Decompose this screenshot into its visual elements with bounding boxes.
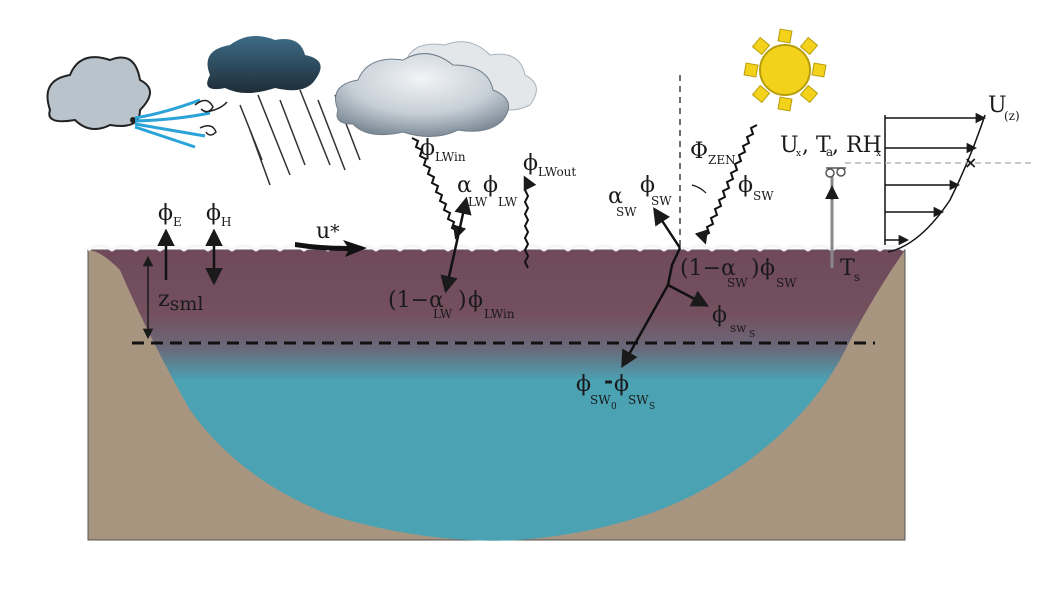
wind-cloud-icon [46,56,228,149]
svg-text:u*: u* [316,219,340,244]
phi-lwout-sub: LWout [538,165,576,179]
lw-out-arrow [523,175,537,269]
svg-text:ϕSW: ϕSW [738,173,774,203]
one-minus-alpha-sw-pre: (1−α [680,256,736,281]
phi-sw0-symbol: ϕ [576,372,591,397]
u-profile-sub: (z) [1004,109,1020,123]
phi-e-sub: E [173,215,182,229]
sw-refracted-path [666,247,682,286]
anemometer-icon [825,167,846,268]
met-u-sub: x [796,149,801,159]
phi-sw-symbol: ϕ [738,173,753,198]
ts-sub: s [854,270,860,284]
u-profile-symbol: U [988,93,1007,118]
transmitted-sw-phi: ϕ [760,256,775,281]
phi-lw-symbol: ϕ [483,173,498,198]
transmitted-lw-phi: ϕ [468,288,483,313]
u-star-symbol: u [316,219,330,244]
met-t-symbol: , T [802,133,831,158]
phi-sw-reflected-symbol: ϕ [640,173,655,198]
wind-profile: × [845,112,1035,253]
phi-sws-sub: sw [730,321,747,335]
phi-lwin-sub: LWin [435,150,466,164]
z-sml-symbol: z [158,287,170,312]
phi-lw-sub: LW [498,195,518,209]
met-u-symbol: U [780,133,799,158]
phi-h-sub: H [221,215,231,229]
z-sml-sub: sml [170,293,204,315]
phi-sw0-sub: SW [590,393,611,407]
phi-lwout-symbol: ϕ [523,151,538,176]
sun-icon [743,28,827,112]
one-minus-alpha-sw-post: ) [751,256,760,281]
zenith-angle-arc [691,184,707,194]
lw-in-arrow [411,137,467,240]
sw-in-arrow [694,124,758,245]
alpha-lw-sub: LW [468,195,488,209]
svg-text:ϕLWin: ϕLWin [420,136,466,164]
one-minus-alpha-sw-sub: SW [727,276,748,290]
alpha-lw-symbol: α [457,173,472,198]
phi-sws-symbol: ϕ [712,303,727,328]
phi-e-symbol: ϕ [158,201,173,226]
svg-text:ϕLWout: ϕLWout [523,151,576,179]
alpha-sw-symbol: α [608,184,623,209]
phi-h-symbol: ϕ [206,201,221,226]
svg-text:zsml: zsml [158,287,203,315]
phi-lwin-symbol: ϕ [420,136,435,161]
u-star-arrow [295,240,367,257]
alpha-sw-sub: SW [616,205,637,219]
storm-cloud-icon [335,41,537,137]
one-minus-alpha-lw-sub: LW [433,307,453,321]
u-star-mark: * [330,221,340,243]
met-rh-symbol: , RH [832,133,882,158]
sw-transmitted-arrow [621,284,670,369]
one-minus-alpha-lw-pre: (1−α [388,288,444,313]
svg-text:ϕE: ϕE [158,201,182,229]
one-minus-alpha-lw-post: ) [458,288,467,313]
phi-sw-sub: SW [753,189,774,203]
phi-sw0-subsub: 0 [611,402,617,412]
phi-sws2-sub: SW [628,393,649,407]
lake-water [88,250,905,541]
sw-surface-absorbed-arrow [667,283,710,307]
sw-reflected-arrow [653,207,682,249]
lw-transmitted-arrow [440,249,458,294]
svg-text:ΦZEN: ΦZEN [690,139,736,167]
minus-sign: - [604,368,613,394]
met-rh-sub: x [876,149,881,159]
water-surface [87,244,905,252]
svg-text:α: α [457,173,472,198]
phi-sws2-symbol: ϕ [614,372,629,397]
ts-symbol: T [840,256,855,281]
svg-text:ϕH: ϕH [206,201,231,229]
rain-cloud-icon [207,36,361,186]
phi-zen-symbol: Φ [690,139,708,164]
phi-sws2-subsub: S [649,402,655,412]
svg-text:×: × [964,153,977,172]
transmitted-lw-sub: LWin [484,307,515,321]
transmitted-sw-sub: SW [776,276,797,290]
met-t-sub: a [826,145,833,159]
lw-reflected-arrow [453,196,472,251]
phi-sw-reflected-sub: SW [651,194,672,208]
phi-sws-subsub: S [749,330,755,340]
phi-zen-sub: ZEN [708,153,736,167]
